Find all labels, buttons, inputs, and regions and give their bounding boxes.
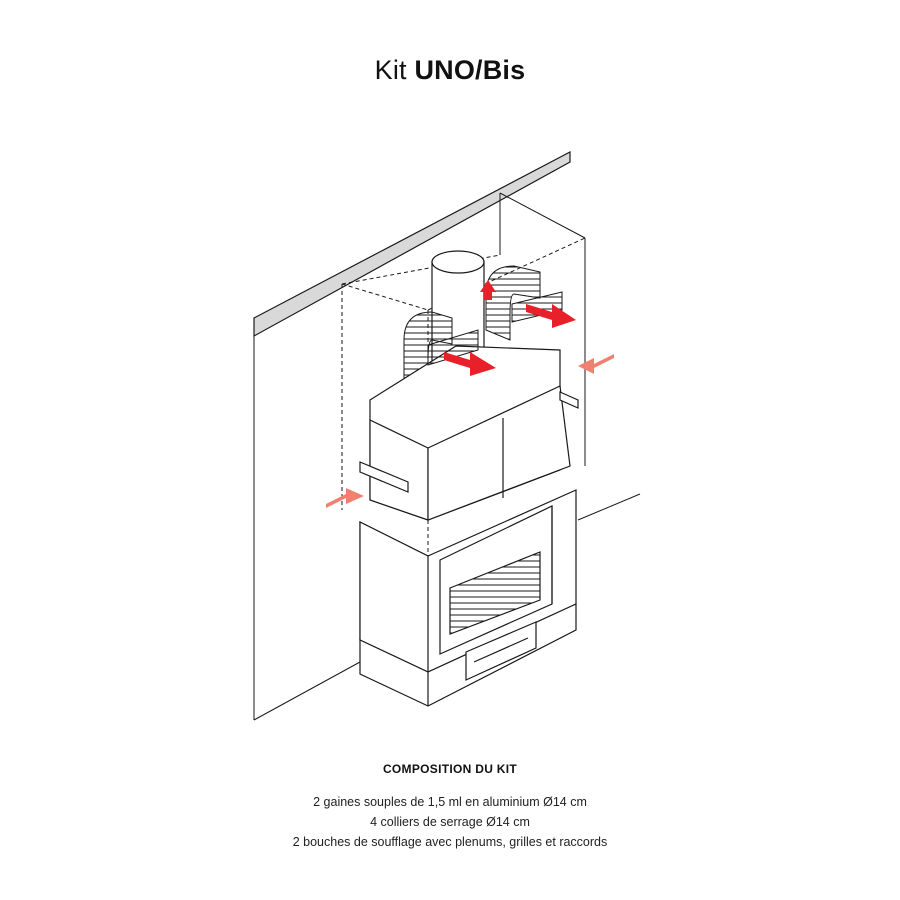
composition-item: 4 colliers de serrage Ø14 cm xyxy=(370,815,530,829)
fireplace-base xyxy=(359,603,577,707)
kit-composition: COMPOSITION DU KIT 2 gaines souples de 1… xyxy=(0,762,900,852)
ceiling-beam xyxy=(253,151,571,338)
air-intake-arrows xyxy=(326,354,614,508)
side-handles xyxy=(359,391,579,493)
hot-air-arrow-right xyxy=(526,304,576,328)
composition-heading: COMPOSITION DU KIT xyxy=(382,762,518,776)
composition-list: 2 gaines souples de 1,5 ml en aluminium … xyxy=(0,792,900,852)
air-outlet-grilles xyxy=(427,291,563,366)
wall-lines xyxy=(253,192,641,721)
composition-item: 2 bouches de soufflage avec plenums, gri… xyxy=(292,835,608,849)
page-title: Kit UNO/Bis xyxy=(0,52,900,88)
hood-body xyxy=(369,345,571,521)
hot-air-arrow-up xyxy=(480,280,496,300)
title-product: UNO/Bis xyxy=(414,55,526,85)
title-prefix: Kit xyxy=(374,55,407,85)
firebox xyxy=(359,489,577,673)
hot-air-arrow-left xyxy=(444,352,496,376)
hot-air-arrows xyxy=(444,280,576,376)
air-intake-arrow-left xyxy=(326,488,364,508)
composition-item: 2 gaines souples de 1,5 ml en aluminium … xyxy=(313,795,587,809)
air-intake-arrow-right xyxy=(578,354,614,374)
